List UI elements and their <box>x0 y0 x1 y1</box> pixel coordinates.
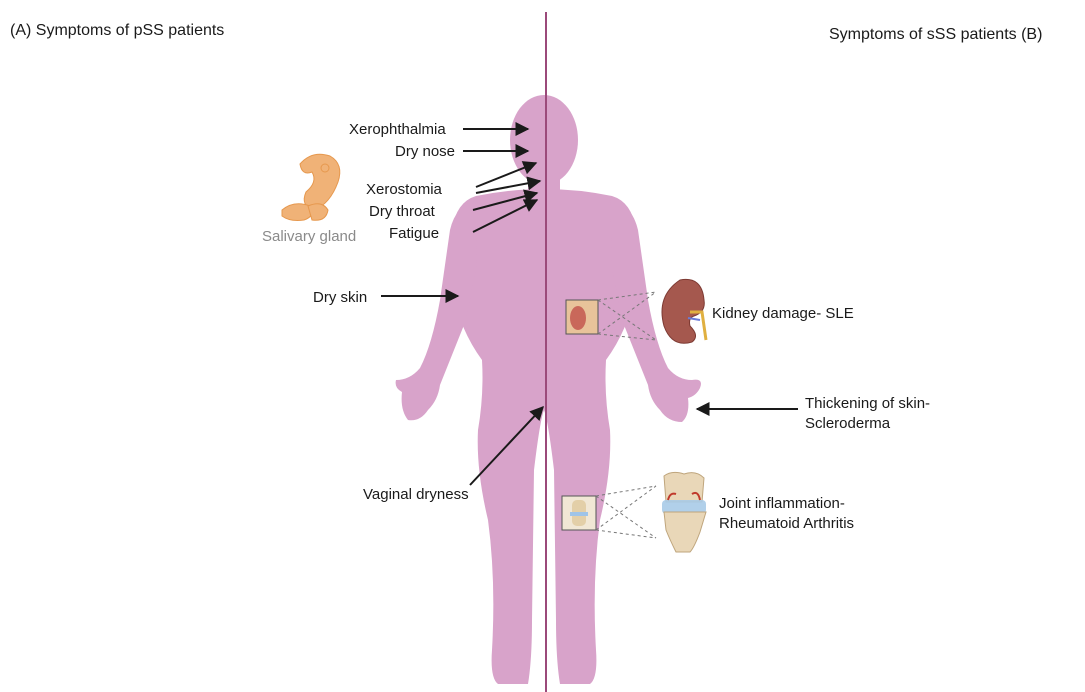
label-joint-line2: Rheumatoid Arthritis <box>719 515 854 533</box>
label-fatigue: Fatigue <box>389 225 439 243</box>
label-thickening-line2: Scleroderma <box>805 415 890 433</box>
header-right: Symptoms of sSS patients (B) <box>829 26 1042 44</box>
kidney-inset-box <box>566 300 598 334</box>
label-vaginal-dryness: Vaginal dryness <box>363 486 469 504</box>
label-kidney-damage: Kidney damage- SLE <box>712 305 854 323</box>
label-dry-throat: Dry throat <box>369 203 435 221</box>
label-xerophthalmia: Xerophthalmia <box>349 121 446 139</box>
label-joint-line1: Joint inflammation- <box>719 495 845 513</box>
label-dry-nose: Dry nose <box>395 143 455 161</box>
salivary-gland-icon <box>282 154 340 220</box>
label-salivary-gland: Salivary gland <box>262 228 356 246</box>
label-dry-skin: Dry skin <box>313 289 367 307</box>
label-thickening-line1: Thickening of skin- <box>805 395 930 413</box>
knee-inset-box <box>562 496 596 530</box>
header-left: (A) Symptoms of pSS patients <box>10 22 224 40</box>
knee-joint-icon <box>662 472 706 552</box>
label-xerostomia: Xerostomia <box>366 181 442 199</box>
kidney-icon <box>662 279 706 343</box>
